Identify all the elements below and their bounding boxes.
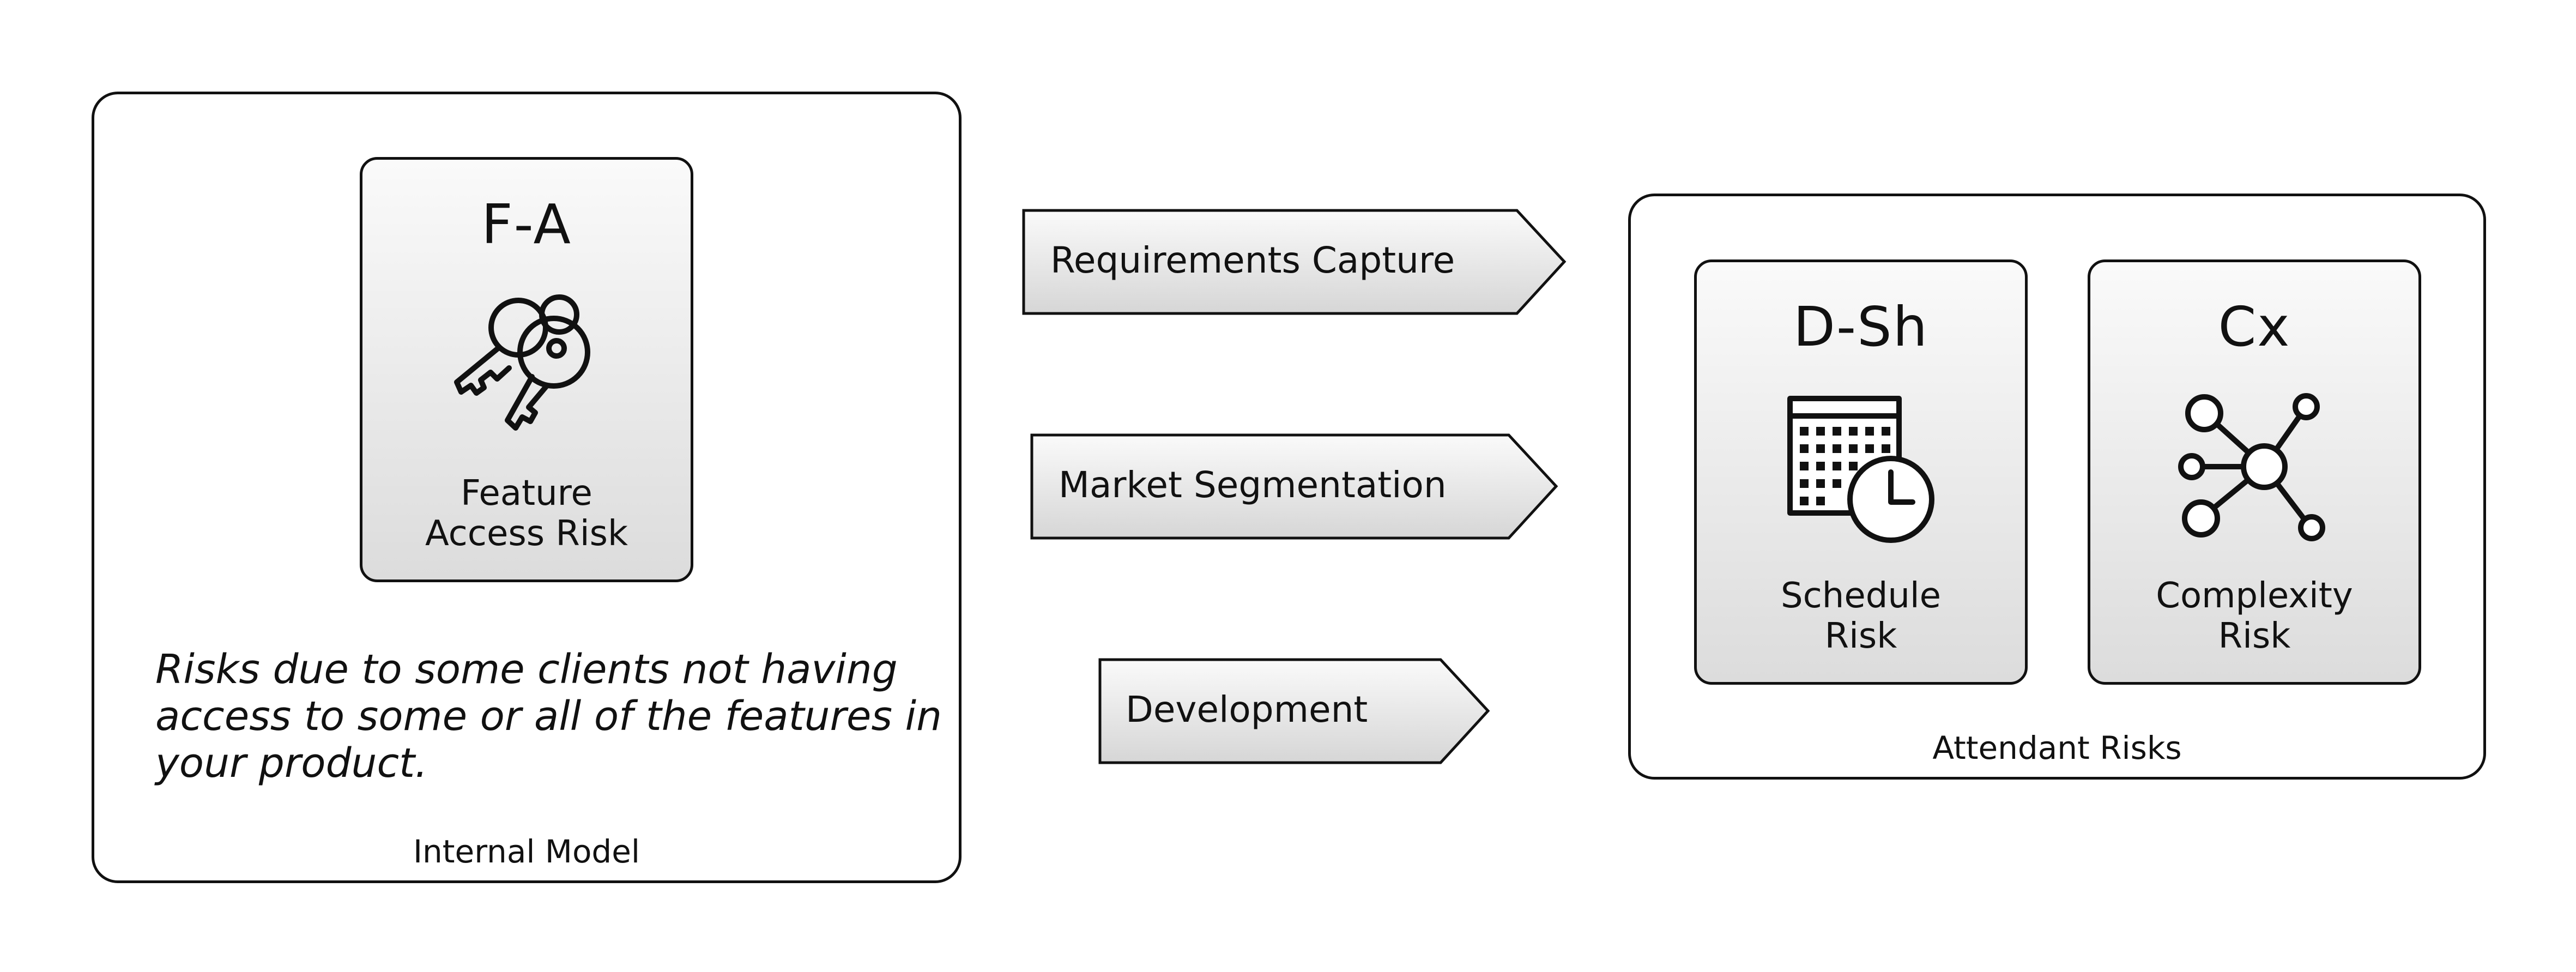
keys-icon <box>445 284 608 439</box>
card-title: Complexity Risk <box>2156 576 2353 656</box>
card-code: D-Sh <box>1793 295 1928 359</box>
arrow-shape <box>1098 658 1490 764</box>
feature-access-risk-card[interactable]: F-A Feature Access Risk <box>360 157 693 582</box>
development-arrow[interactable]: Development <box>1098 658 1491 764</box>
attendant-risks-label: Attendant Risks <box>1932 729 2182 766</box>
arrow-label: Market Segmentation <box>1059 464 1447 506</box>
card-title: Schedule Risk <box>1780 576 1942 656</box>
calendar-clock-icon <box>1779 393 1943 548</box>
arrow-shape <box>1030 433 1558 540</box>
arrow-label: Development <box>1126 689 1368 730</box>
market-segmentation-arrow[interactable]: Market Segmentation <box>1030 433 1559 540</box>
complexity-risk-card[interactable]: Cx Complexity Risk <box>2088 259 2421 685</box>
card-title: Feature Access Risk <box>425 473 628 554</box>
card-code: F-A <box>481 192 572 256</box>
schedule-risk-card[interactable]: D-Sh Schedule Risk <box>1694 259 2028 685</box>
requirements-capture-arrow[interactable]: Requirements Capture <box>1022 209 1567 315</box>
risk-description: Risks due to some clients not having acc… <box>155 646 942 787</box>
internal-model-label: Internal Model <box>413 833 640 870</box>
arrow-label: Requirements Capture <box>1050 239 1455 281</box>
card-code: Cx <box>2218 295 2291 359</box>
network-nodes-icon <box>2173 390 2336 545</box>
arrow-shape <box>1022 209 1567 315</box>
